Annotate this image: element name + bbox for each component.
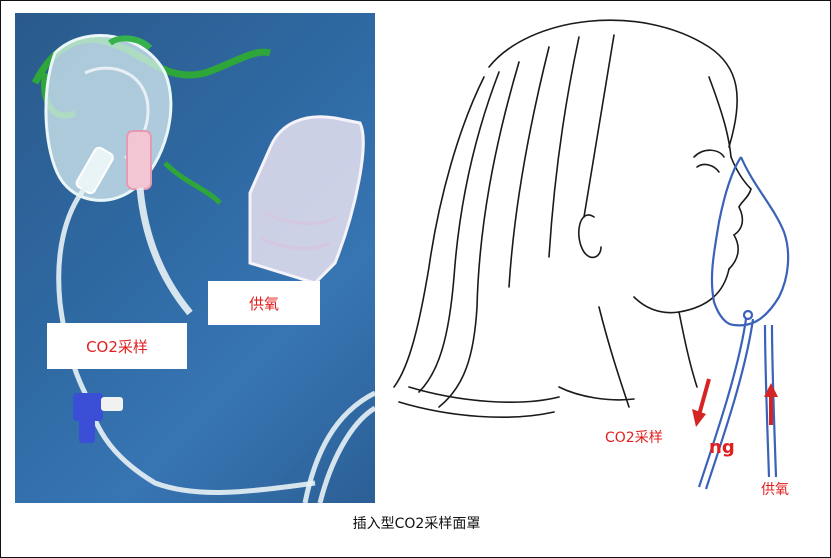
oxygen-tube bbox=[140, 188, 190, 313]
patient-drawing: CO2采样 ng 供氧 bbox=[379, 7, 821, 507]
photo-label-co2: CO2采样 bbox=[47, 323, 187, 369]
oxygen-connector bbox=[127, 131, 151, 189]
drawing-label-oxygen: 供氧 bbox=[761, 479, 789, 499]
head-sketch bbox=[394, 20, 751, 417]
drawing-label-co2: CO2采样 bbox=[605, 427, 663, 447]
mask-photo: 供氧 CO2采样 bbox=[15, 13, 375, 503]
patient-sketch bbox=[379, 7, 821, 507]
elastic-strap-tail bbox=[165, 163, 220, 203]
photo-label-oxygen: 供氧 bbox=[208, 281, 320, 325]
packaged-tubing bbox=[250, 117, 363, 283]
mask-photo-illustration bbox=[15, 13, 375, 503]
mask-outline bbox=[712, 157, 788, 325]
oxygen-mask-body bbox=[46, 36, 171, 201]
tubes bbox=[699, 319, 776, 489]
figure-caption: 插入型CO2采样面罩 bbox=[1, 513, 831, 533]
stopcock-valve bbox=[73, 393, 103, 421]
drawing-partial-text: ng bbox=[709, 437, 735, 458]
